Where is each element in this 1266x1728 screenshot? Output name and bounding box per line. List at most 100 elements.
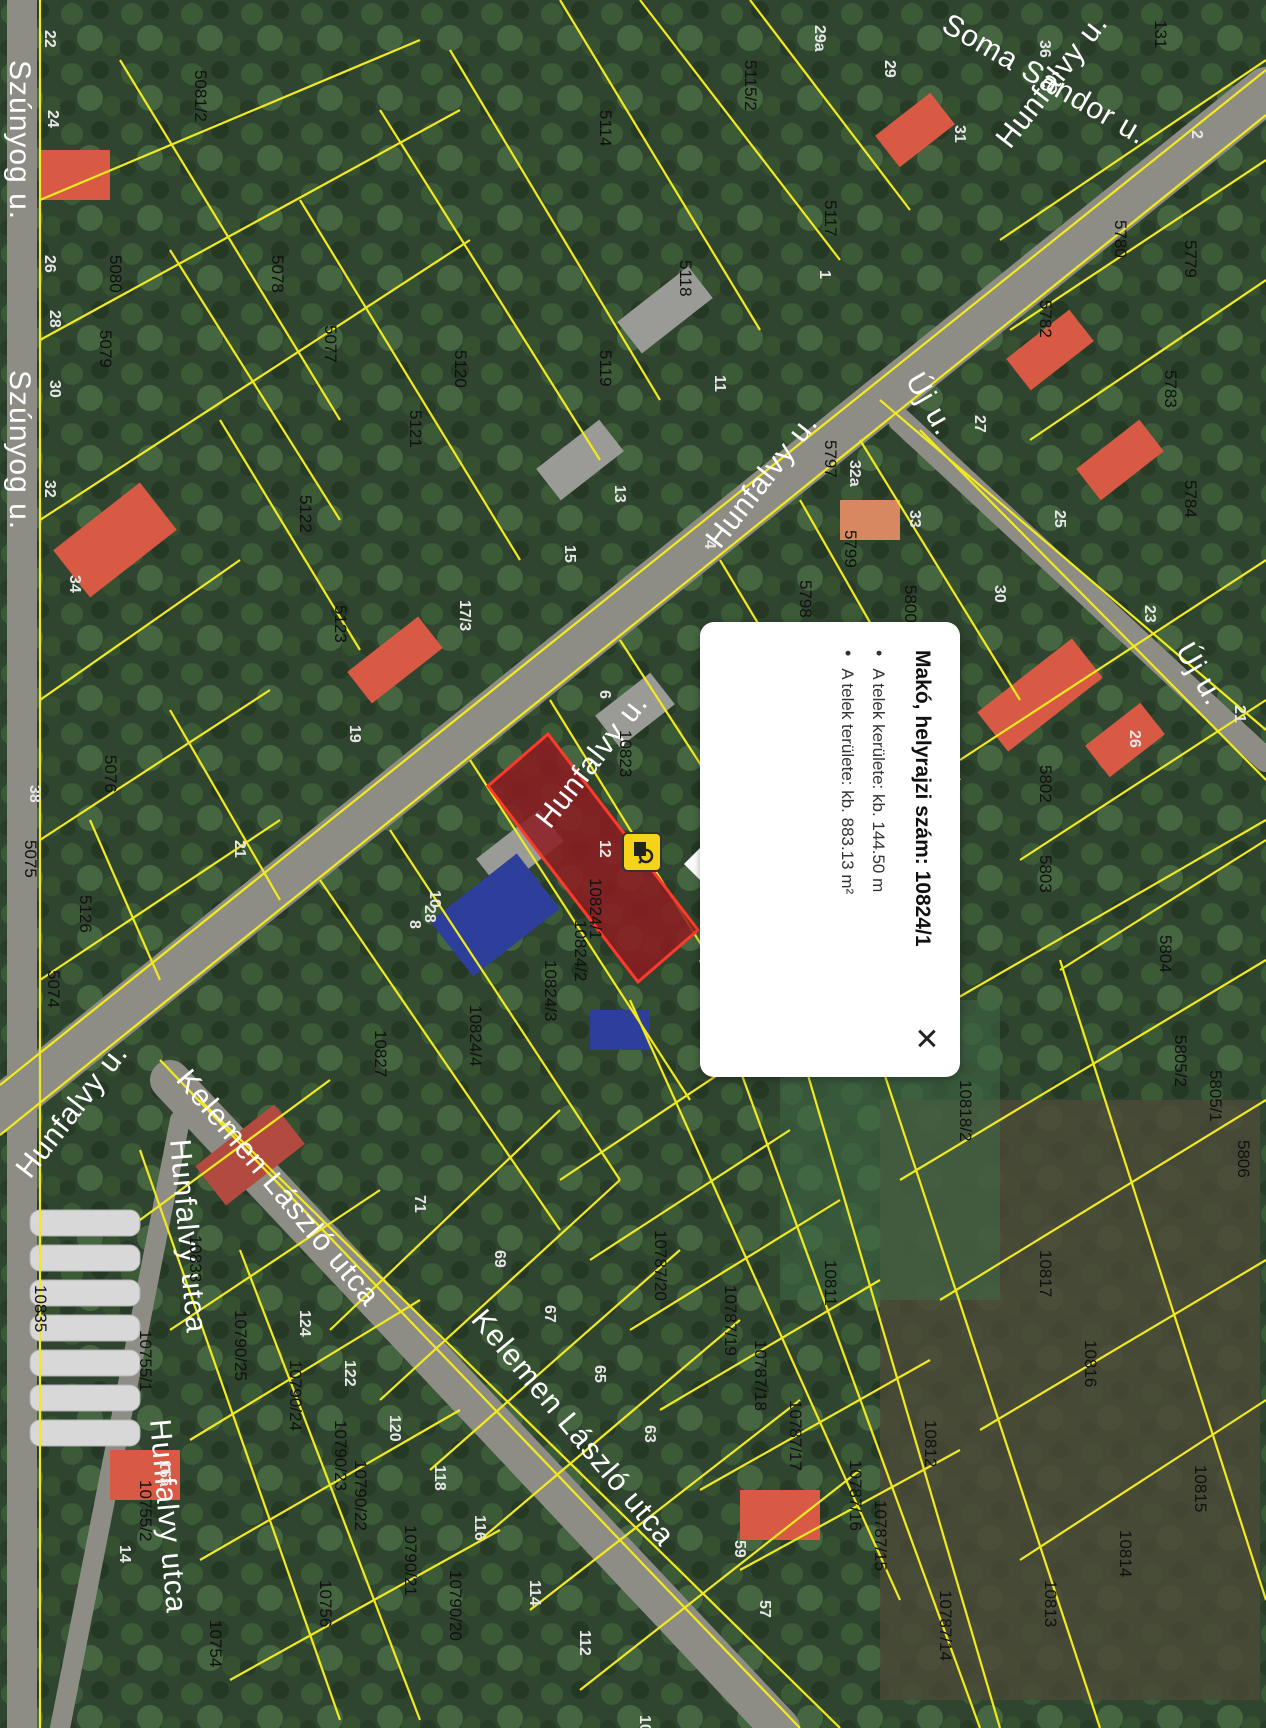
house-number: 106 bbox=[636, 1715, 653, 1728]
selected-parcel[interactable] bbox=[485, 731, 701, 985]
house-number: 29a bbox=[811, 25, 828, 52]
parcel-number: 5123 bbox=[331, 605, 350, 643]
house-number: 15 bbox=[561, 545, 578, 563]
roof bbox=[1076, 419, 1164, 501]
building-roofs bbox=[40, 92, 1165, 1540]
parcel-number: 10816 bbox=[1081, 1340, 1100, 1387]
greenhouse bbox=[29, 1209, 141, 1237]
greenhouse bbox=[29, 1279, 141, 1307]
house-number: 14 bbox=[116, 1545, 133, 1563]
parcel-number: 10755/1 bbox=[136, 1330, 155, 1391]
house-number: 8 bbox=[406, 920, 423, 929]
roof bbox=[1006, 309, 1094, 391]
house-number: 26 bbox=[1126, 730, 1143, 748]
parcel-number: 10824/4 bbox=[466, 1005, 485, 1066]
parcel-marker[interactable] bbox=[622, 832, 662, 872]
house-number: 29 bbox=[881, 60, 898, 78]
house-number: 24 bbox=[44, 110, 61, 128]
parcel-number: 5077 bbox=[321, 325, 340, 363]
road-hunfalvy bbox=[0, 67, 1266, 1133]
parcel-number: 10823 bbox=[616, 730, 635, 777]
roof bbox=[590, 1010, 650, 1050]
roof bbox=[430, 853, 560, 977]
parcel-marker-icon bbox=[634, 842, 654, 864]
close-icon[interactable]: ✕ bbox=[909, 1025, 942, 1051]
house-number: 114 bbox=[526, 1580, 543, 1606]
parcel-number: 5119 bbox=[596, 350, 615, 387]
parcel-number: 10833 bbox=[186, 1235, 205, 1282]
house-number: 25 bbox=[1051, 510, 1068, 528]
parcel-number: 10790/22 bbox=[351, 1460, 370, 1531]
greenhouses bbox=[29, 1209, 141, 1447]
house-number: 65 bbox=[591, 1365, 608, 1383]
parcel-number: 5783 bbox=[1161, 370, 1180, 408]
parcel-number: 10754 bbox=[206, 1620, 225, 1667]
parcel-number: 10790/24 bbox=[286, 1360, 305, 1431]
parcel-number: 5115/2 bbox=[741, 60, 760, 111]
house-number: 122 bbox=[341, 1360, 358, 1387]
parcel-number: 5780 bbox=[1111, 220, 1130, 258]
roof bbox=[617, 266, 713, 354]
house-number: 112 bbox=[576, 1630, 593, 1656]
road-kelemen bbox=[150, 1060, 800, 1728]
parcel-number: 5804 bbox=[1156, 935, 1175, 973]
house-number: 33 bbox=[906, 510, 923, 528]
parcel-number: 5080 bbox=[106, 255, 125, 293]
parcel-number: 5798 bbox=[796, 580, 815, 618]
house-number: 13 bbox=[611, 485, 628, 503]
parcel-number: 5784 bbox=[1181, 480, 1200, 518]
parcel-number: 5800 bbox=[901, 585, 920, 623]
house-number: 118 bbox=[431, 1465, 448, 1491]
parcel-number: 5081/2 bbox=[191, 70, 210, 122]
roof bbox=[840, 500, 900, 540]
parcel-number: 10818/2 bbox=[956, 1080, 975, 1141]
house-number: 21 bbox=[1231, 705, 1248, 723]
house-number: 1 bbox=[816, 270, 833, 279]
roof bbox=[53, 482, 177, 598]
house-number: 69 bbox=[491, 1250, 508, 1268]
roof bbox=[536, 419, 624, 501]
parcel-number: 10787/19 bbox=[721, 1285, 740, 1356]
parcel-number: 10811 bbox=[821, 1260, 840, 1306]
house-number: 67 bbox=[541, 1305, 558, 1323]
parcel-number: 10787/17 bbox=[786, 1400, 805, 1471]
house-number: 23 bbox=[1141, 605, 1158, 623]
parcel-number: 10813 bbox=[1041, 1580, 1060, 1627]
roof bbox=[1085, 702, 1165, 778]
house-number: 11 bbox=[711, 375, 728, 392]
parcel-number: 5802 bbox=[1036, 765, 1055, 803]
house-number: 31 bbox=[951, 125, 968, 143]
greenhouse bbox=[29, 1349, 141, 1377]
house-number: 19 bbox=[346, 725, 363, 743]
house-number: 36 bbox=[1036, 40, 1053, 58]
parcel-number: 10824/1 bbox=[586, 878, 605, 939]
house-number: 22 bbox=[41, 30, 58, 48]
parcel-number: 10812 bbox=[921, 1420, 940, 1467]
house-number: 21 bbox=[231, 840, 248, 858]
parcel-number: 10815 bbox=[1191, 1465, 1210, 1512]
parcel-number: 5803 bbox=[1036, 855, 1055, 893]
house-number: 10 bbox=[426, 890, 443, 908]
parcel-number: 10817 bbox=[1036, 1250, 1055, 1297]
house-number: 27 bbox=[971, 415, 988, 433]
parcel-number: 10790/25 bbox=[231, 1310, 250, 1381]
house-number: 32 bbox=[41, 480, 58, 498]
road-uj bbox=[888, 408, 1266, 772]
parcel-number: 5121 bbox=[406, 410, 425, 448]
house-number: 26 bbox=[41, 255, 58, 273]
greenhouse bbox=[29, 1384, 141, 1412]
parcel-number: 5126 bbox=[76, 895, 95, 933]
parcel-number: 10787/18 bbox=[751, 1340, 770, 1411]
parcel-number: 5117 bbox=[821, 200, 840, 237]
popup-title: Makó, helyrajzi szám: 10824/1 bbox=[911, 650, 934, 947]
popup-details: A telek kerülete: kb. 144.50 m A telek t… bbox=[832, 650, 894, 894]
parcel-number: 5076 bbox=[101, 755, 120, 793]
street-label: Szúnyog u. bbox=[3, 60, 36, 220]
parcel-area: A telek területe: kb. 883.13 m² bbox=[832, 650, 863, 894]
parcel-labels: 5081/251145115/2511751185119512051215122… bbox=[21, 20, 1253, 1667]
parcel-number: 10756 bbox=[316, 1580, 335, 1627]
popup-pointer bbox=[684, 846, 702, 882]
